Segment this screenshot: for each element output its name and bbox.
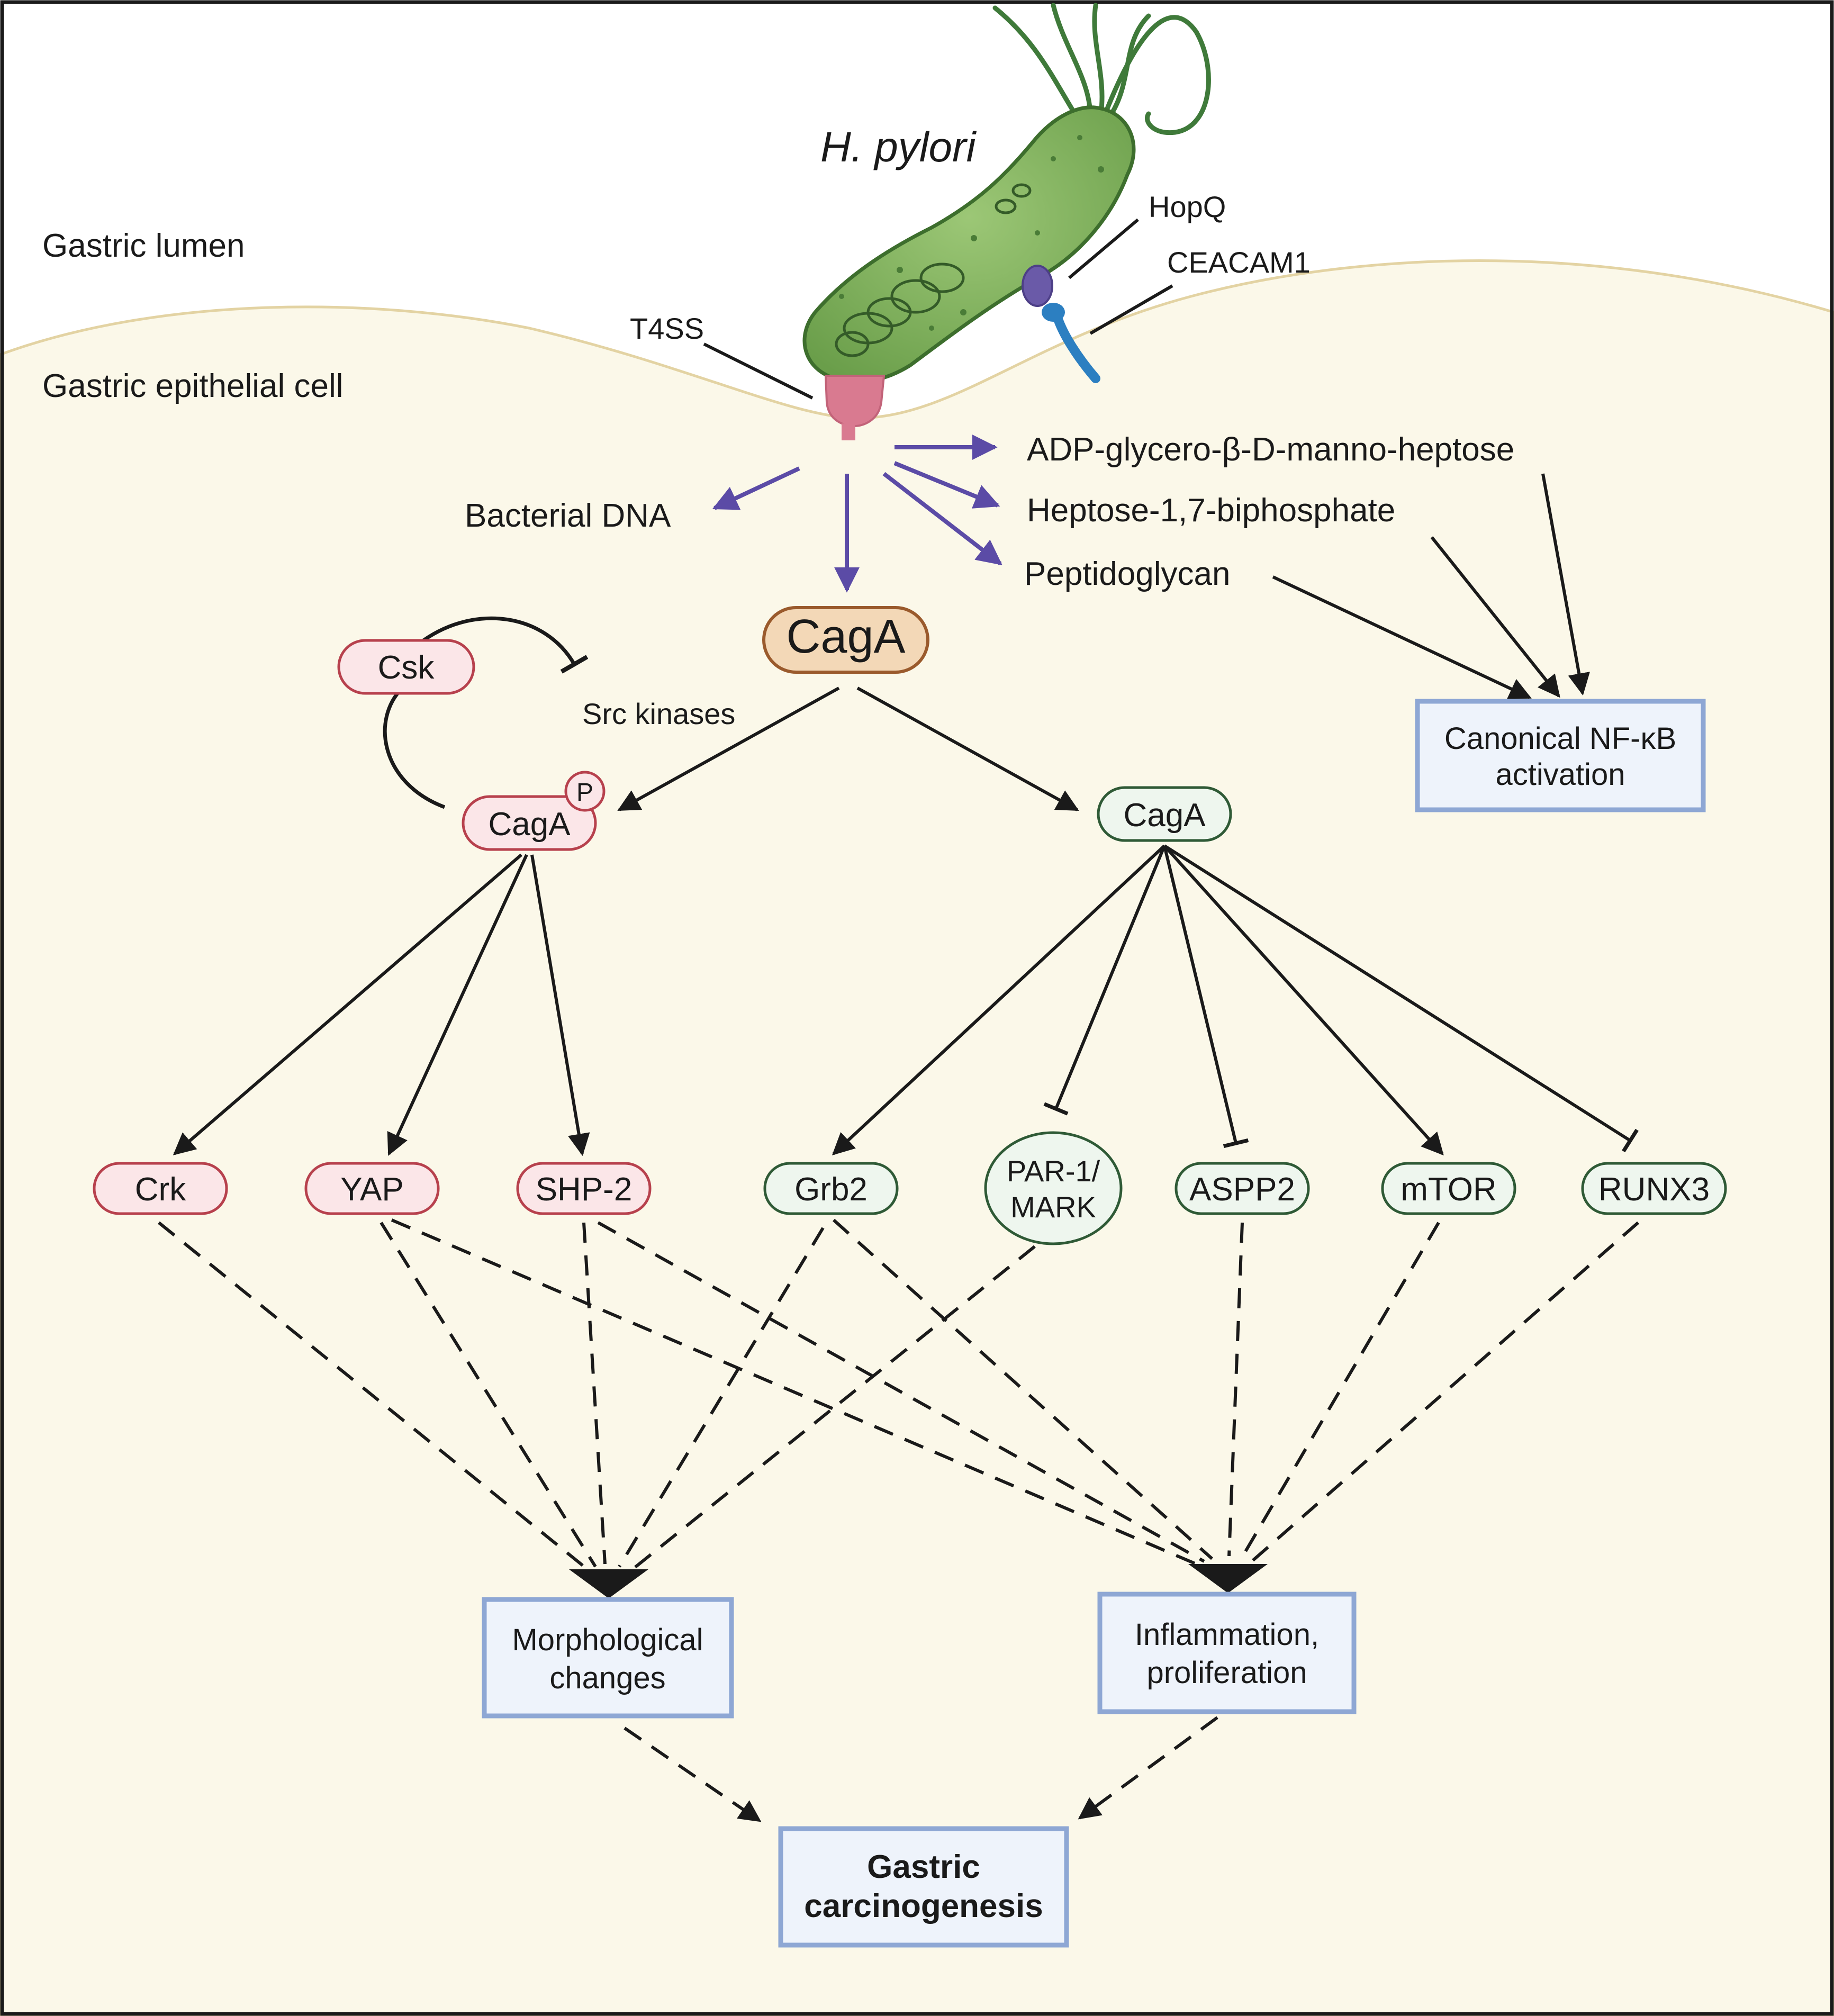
effector-peptidoglycan: Peptidoglycan — [1024, 556, 1231, 592]
phosphate-label: P — [576, 779, 593, 807]
label-ceacam1: CEACAM1 — [1167, 246, 1311, 279]
target-par1-mark: PAR-1/ MARK — [984, 1131, 1123, 1245]
caga-main-label: CagA — [786, 610, 905, 663]
svg-text:SHP-2: SHP-2 — [536, 1171, 633, 1208]
svg-text:MARK: MARK — [1010, 1190, 1096, 1224]
bacterium-name: H. pylori — [820, 123, 977, 170]
caga-main-node — [762, 606, 929, 674]
arrow-caga-to-phospho — [617, 686, 840, 811]
label-hopq: HopQ — [1149, 190, 1226, 223]
target-crk: Crk — [93, 1162, 228, 1215]
label-t4ss: T4SS — [630, 312, 704, 345]
label-gastric-lumen: Gastric lumen — [42, 228, 245, 264]
caga-nonphospho-label: CagA — [1123, 797, 1206, 834]
nonphospho-target-arrows — [832, 844, 1639, 1156]
morph-line1: Morphological — [512, 1623, 703, 1657]
svg-text:PAR-1/: PAR-1/ — [1007, 1154, 1100, 1188]
target-aspp2: ASPP2 — [1175, 1162, 1310, 1215]
ceacam1-pointer — [1089, 284, 1173, 335]
gastric-line1: Gastric — [867, 1849, 980, 1885]
target-grb2: Grb2 — [763, 1162, 899, 1215]
svg-text:YAP: YAP — [340, 1171, 403, 1208]
effector-hbp: Heptose-1,7-biphosphate — [1027, 492, 1395, 529]
dashed-links-to-inflammation — [391, 1218, 1639, 1566]
phospho-target-arrows — [173, 853, 590, 1156]
inflam-line2: proliferation — [1146, 1656, 1307, 1690]
target-shp2: SHP-2 — [516, 1162, 652, 1215]
t4ss-pointer — [703, 342, 814, 400]
svg-text:ASPP2: ASPP2 — [1189, 1171, 1295, 1208]
hopq-pointer — [1068, 218, 1139, 279]
inflam-line1: Inflammation, — [1135, 1617, 1319, 1652]
effector-adp-heptose: ADP-glycero-β-D-manno-heptose — [1027, 431, 1514, 468]
target-yap: YAP — [304, 1162, 440, 1215]
svg-text:RUNX3: RUNX3 — [1598, 1171, 1710, 1208]
ceacam1-head-icon — [1042, 303, 1065, 322]
hopq-icon — [1022, 265, 1053, 307]
gastric-line2: carcinogenesis — [804, 1888, 1043, 1924]
label-gastric-epithelial-cell: Gastric epithelial cell — [42, 368, 344, 404]
caga-nonphospho-node — [1097, 786, 1232, 842]
nfkb-activation-box — [1415, 699, 1706, 812]
effector-bacterial-dna: Bacterial DNA — [465, 498, 671, 534]
morphology-arrowhead-icon — [569, 1569, 648, 1598]
svg-text:Grb2: Grb2 — [794, 1171, 868, 1208]
inflammation-box — [1097, 1592, 1357, 1714]
t4ss-needle-icon — [842, 423, 855, 440]
arrow-caga-to-nonphospho — [856, 686, 1079, 811]
csk-loop-arrow — [383, 686, 446, 809]
csk-label: Csk — [378, 649, 435, 686]
gastric-carcinogenesis-box — [778, 1826, 1069, 1948]
src-kinases-label: Src kinases — [582, 697, 735, 730]
bacterial-chromosome-icon — [835, 183, 1032, 357]
flagella-icon — [992, 3, 1211, 135]
dashed-links-to-carcinogenesis — [624, 1716, 1218, 1822]
morph-line2: changes — [549, 1661, 665, 1695]
target-mtor: mTOR — [1381, 1162, 1516, 1215]
csk-node — [337, 639, 475, 695]
dashed-links-to-morphology — [158, 1221, 1036, 1571]
nfkb-arrows — [1272, 473, 1590, 699]
nfkb-line1: Canonical NF-κB — [1444, 721, 1676, 756]
bacterial-granules-icon — [839, 135, 1104, 331]
phosphate-icon — [564, 771, 606, 812]
svg-text:mTOR: mTOR — [1401, 1171, 1496, 1208]
caga-phospho-label: CagA — [488, 806, 571, 843]
h-pylori-bacterium-icon — [802, 105, 1136, 384]
morphological-changes-box — [482, 1597, 734, 1719]
target-runx3: RUNX3 — [1581, 1162, 1727, 1215]
nfkb-line2: activation — [1495, 757, 1625, 792]
inflammation-arrowhead-icon — [1188, 1564, 1268, 1593]
svg-text:Crk: Crk — [135, 1171, 186, 1208]
epithelial-cell-region — [0, 259, 1834, 2016]
csk-inhibits-src — [422, 616, 589, 674]
caga-phospho-node — [462, 795, 597, 851]
effector-arrows — [712, 435, 1002, 593]
